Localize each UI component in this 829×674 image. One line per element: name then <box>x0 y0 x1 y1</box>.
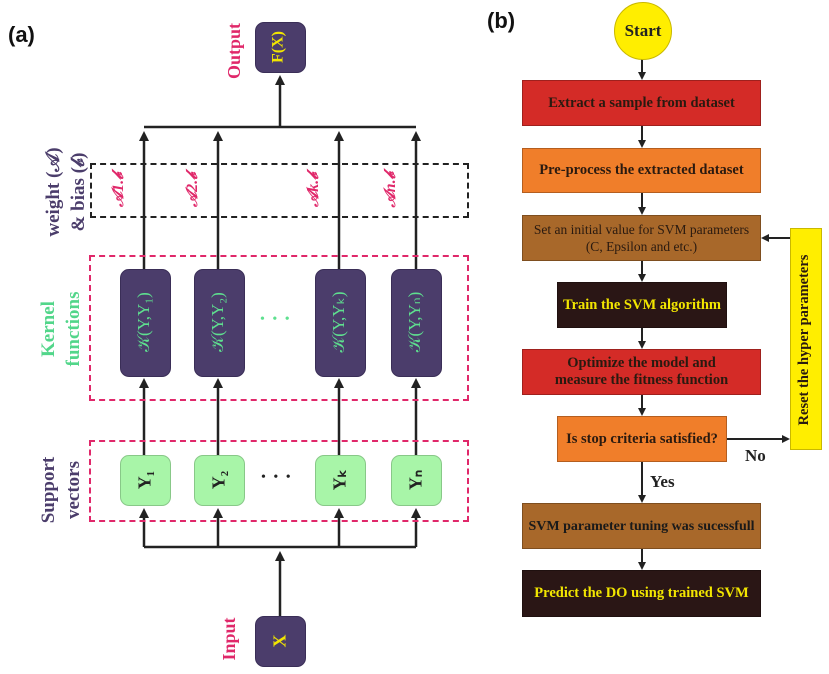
kernel-label: Kernel <box>38 301 59 357</box>
sv-ellipsis: • • • <box>261 470 293 485</box>
output-label: Output <box>224 22 244 80</box>
step-stop-criteria: Is stop criteria satisfied? <box>557 416 727 462</box>
sv-n-text: Yₙ <box>405 469 426 491</box>
weight-2: 𝒜2.𝒷 <box>184 173 201 208</box>
input-label: Input <box>219 617 239 661</box>
support-vector-2: Y₂ <box>194 455 245 506</box>
step-optimize-line2: measure the fitness function <box>554 372 729 388</box>
support-vector-1: Y₁ <box>120 455 171 506</box>
weight-n: 𝒜n.𝒷 <box>382 172 399 208</box>
kernel-n-text: 𝒦(Y,Yₙ) <box>405 291 424 353</box>
support-vector-k: Yₖ <box>315 455 366 506</box>
panel-b-label: (b) <box>487 8 516 33</box>
weight-1: 𝒜1.𝒷 <box>110 173 127 208</box>
sv-k-text: Yₖ <box>329 469 350 491</box>
step-optimize-line1: Optimize the model and <box>567 355 716 371</box>
no-label: No <box>745 446 766 465</box>
weight-label: weight (𝒜) <box>43 147 64 237</box>
yes-label: Yes <box>650 472 675 491</box>
kernel-node-k: 𝒦(Y,Yₖ) <box>315 269 366 377</box>
output-node-text: F(X) <box>269 31 287 63</box>
kernel-node-n: 𝒦(Y,Yₙ) <box>391 269 442 377</box>
weight-k: 𝒜k.𝒷 <box>305 173 322 208</box>
step-tuning-success: SVM parameter tuning was sucessfull <box>522 503 761 549</box>
step-set-initial-line1: Set an initial value for SVM parameters <box>533 222 750 237</box>
step-set-initial: Set an initial value for SVM parameters … <box>522 215 761 261</box>
sv-1-text: Y₁ <box>134 470 155 490</box>
support-vector-n: Yₙ <box>391 455 442 506</box>
kernel-2-text: 𝒦(Y,Y₂) <box>208 292 227 352</box>
reset-box-text: Reset the hyper parameters <box>796 254 812 426</box>
kernel-1-text: 𝒦(Y,Y₁) <box>134 292 153 352</box>
start-node: Start <box>614 2 672 60</box>
output-node: F(X) <box>255 22 306 73</box>
weight-bias-group <box>90 163 469 218</box>
support-label: Support <box>38 456 59 524</box>
step-preprocess: Pre-process the extracted dataset <box>522 148 761 193</box>
panel-a-label: (a) <box>8 22 35 47</box>
step-optimize: Optimize the model and measure the fitne… <box>522 349 761 395</box>
support-vectors-group <box>89 440 469 522</box>
input-node: X <box>255 616 306 667</box>
step-extract: Extract a sample from dataset <box>522 80 761 126</box>
step-train: Train the SVM algorithm <box>557 282 727 328</box>
kernel-ellipsis: • • • <box>260 312 292 327</box>
input-node-text: X <box>269 634 290 648</box>
kernel-node-1: 𝒦(Y,Y₁) <box>120 269 171 377</box>
functions-label: functions <box>63 291 84 367</box>
step-set-initial-line2: (C, Epsilon and etc.) <box>585 239 698 254</box>
kernel-k-text: 𝒦(Y,Yₖ) <box>329 291 348 353</box>
bias-label: & bias (𝒷) <box>68 152 89 232</box>
kernel-functions-group <box>89 255 469 401</box>
reset-hyperparameters-box: Reset the hyper parameters <box>790 228 822 450</box>
vectors-label: vectors <box>63 460 84 520</box>
sv-2-text: Y₂ <box>208 470 229 490</box>
kernel-node-2: 𝒦(Y,Y₂) <box>194 269 245 377</box>
step-predict: Predict the DO using trained SVM <box>522 570 761 617</box>
